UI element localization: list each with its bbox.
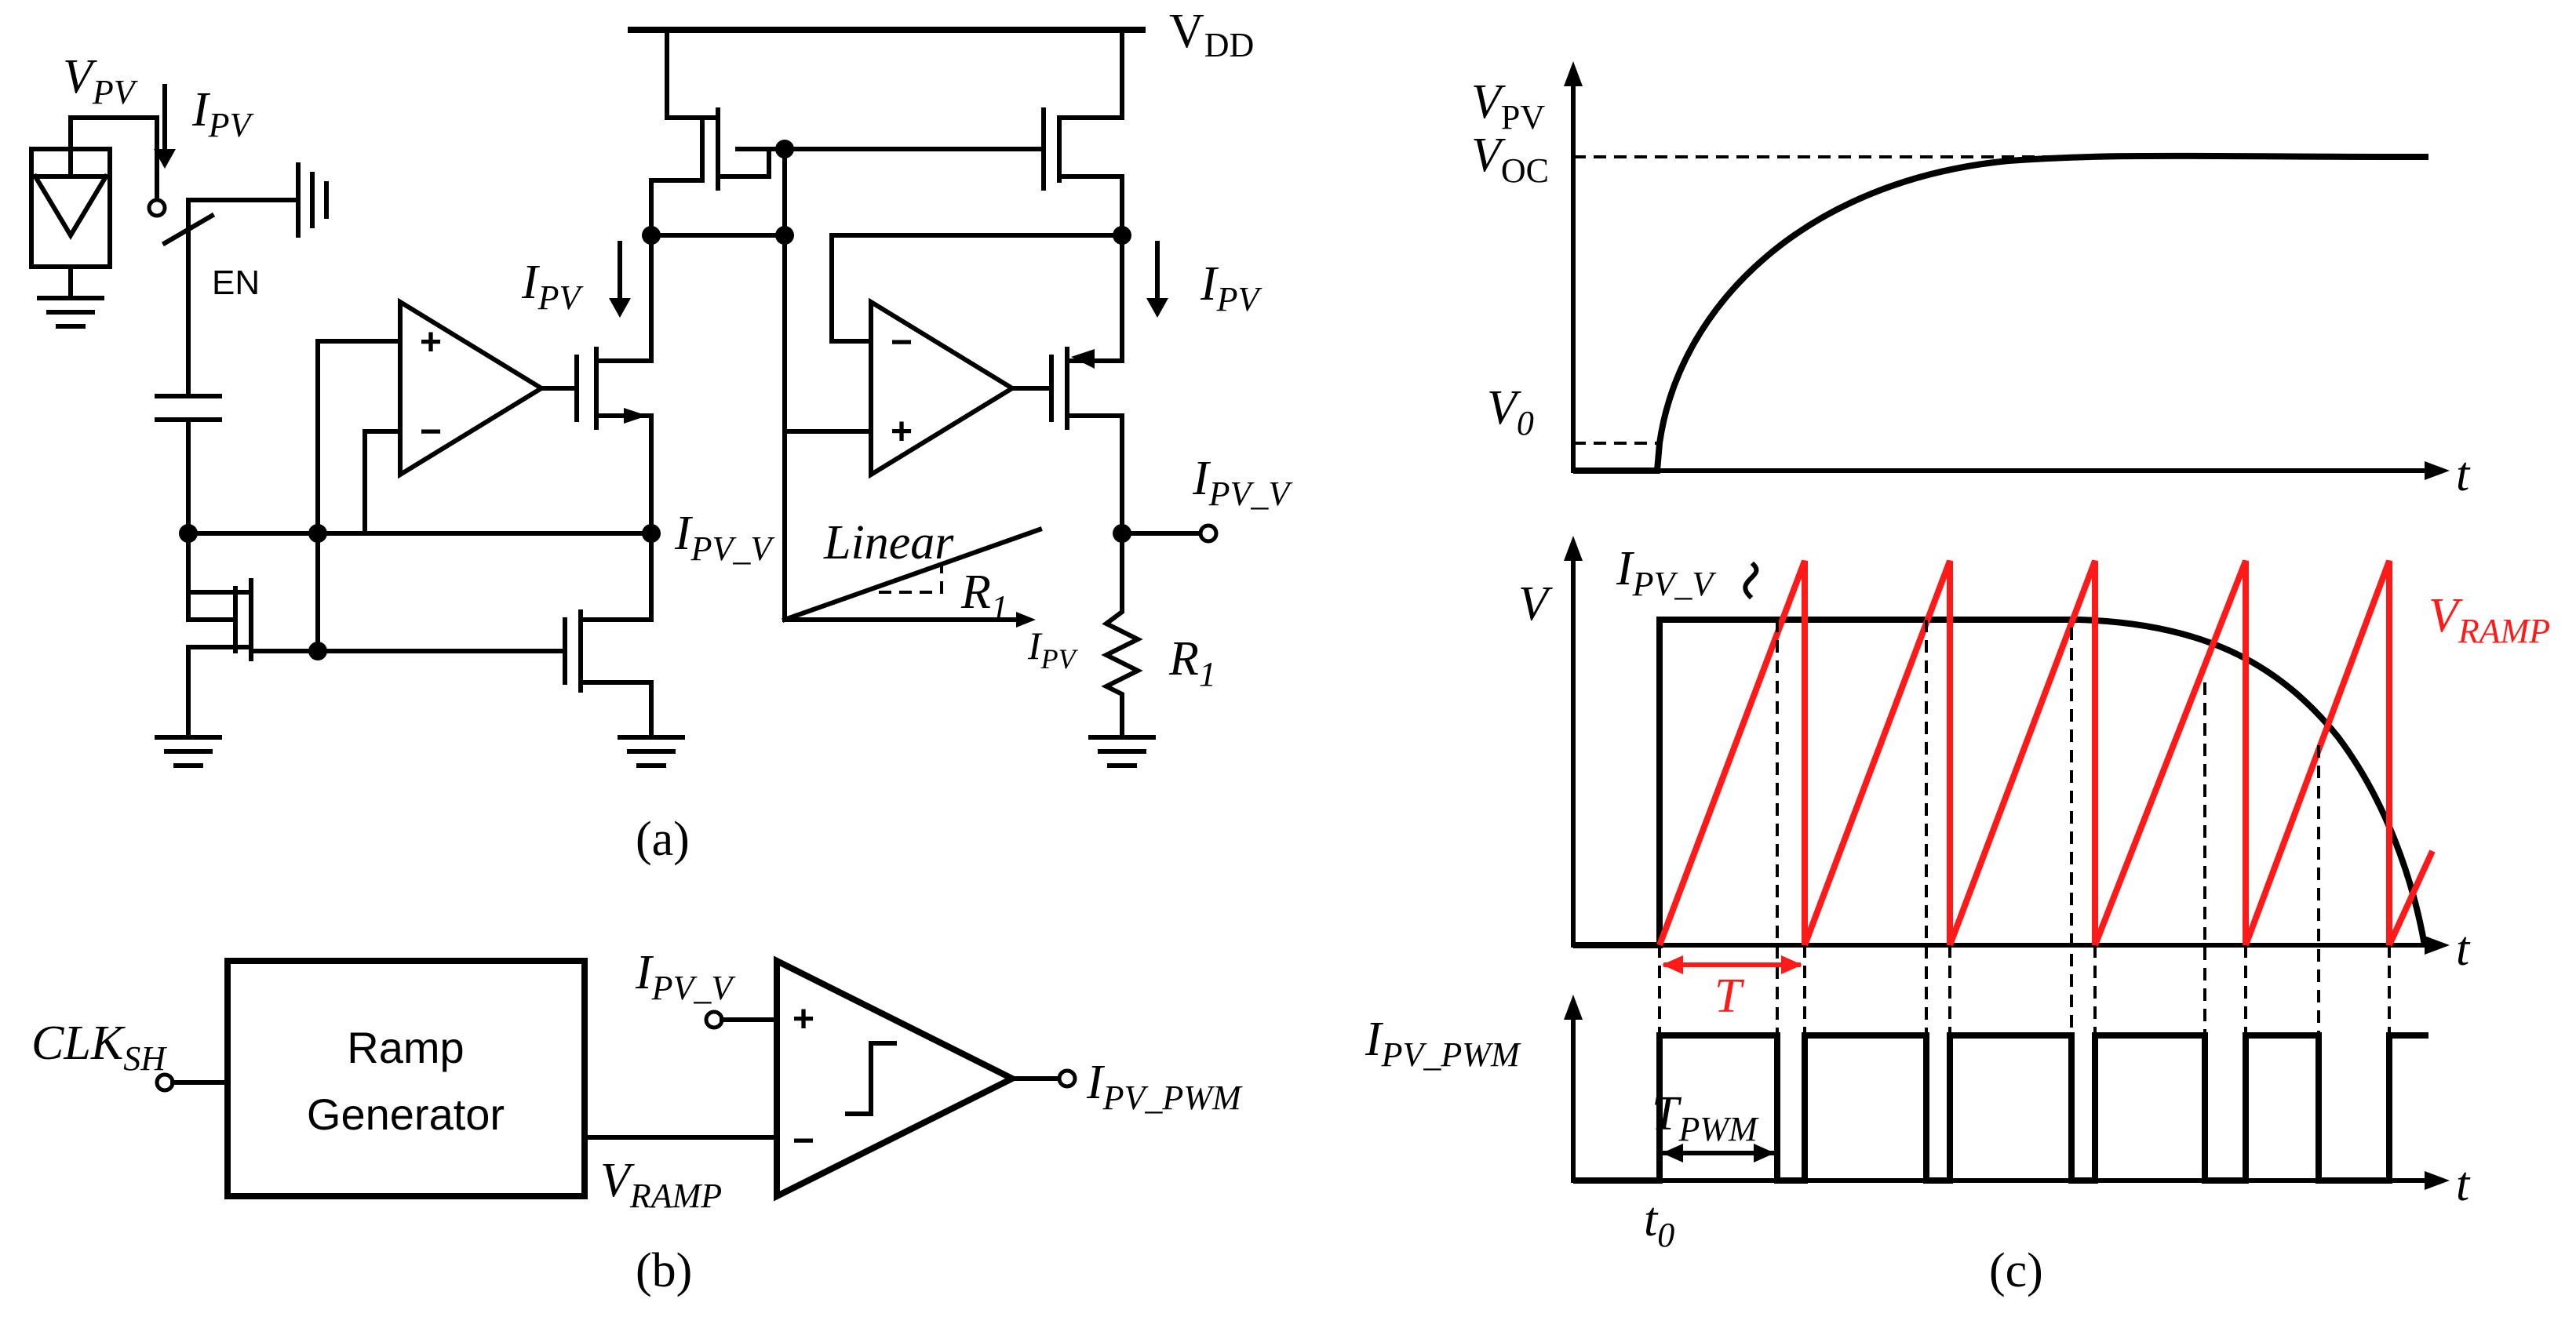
t-axis-label-pwm: t [2456,1158,2471,1211]
pmos-gate-wire [735,147,787,238]
arrowhead-icon [2425,461,2450,480]
ipv-left-label: IPV [521,256,585,317]
hysteresis-icon [845,1041,897,1116]
opamp-right-inputs [782,233,1124,434]
en-label: EN [212,264,260,302]
arrowhead-icon [154,149,176,169]
vpv-axis-label: VPV [1471,75,1545,136]
timing-guides [1658,620,2391,1177]
r1-label: R1 [1168,632,1216,693]
arrowhead-icon [1754,1144,1775,1162]
pmos-right [1041,27,1124,238]
ground-icon-switch [296,162,329,238]
tpwm-label: TPWM [1652,1087,1759,1148]
panel-a-schematic: + − − + [29,5,1293,866]
arrowhead-icon [1781,955,1802,974]
caption-a: (a) [636,813,690,866]
out-label-b: IPV_PWM [1086,1056,1243,1117]
ipvv-label-b: IPV_V [635,946,736,1007]
output-terminal [1198,523,1219,544]
ipvv-curve-label: IPV_V [1616,542,1717,603]
v-axis-label: V [1518,577,1553,631]
opamp-left [398,297,546,479]
voc-label: VOC [1471,129,1549,190]
switch-contact [147,198,167,218]
clk-label: CLKSH [31,1017,167,1078]
ipvv-out-label: IPV_V [1192,452,1293,513]
arrowhead-icon [1662,1144,1683,1162]
ground-icon [618,735,685,768]
arrowhead-icon [1564,536,1583,561]
nmos-bottom-right [563,531,654,740]
caption-c: (c) [1989,1244,2043,1297]
switch-blade [161,212,216,247]
arrowhead-icon [1662,955,1683,974]
v0-label: V0 [1487,381,1534,442]
caption-b: (b) [636,1244,692,1297]
vpv-curve [1573,152,2429,474]
vramp-sawtooth [1656,559,2436,947]
capacitor-symbol [155,394,222,422]
arrowhead-icon [2425,1171,2450,1190]
pv-cell-symbol [29,147,112,240]
ramp-generator-line2: Generator [307,1090,505,1139]
vramp-label-b: VRAMP [600,1154,722,1215]
transistor-right [1010,233,1124,536]
ipv-top-label: IPV [191,83,255,144]
opamp-left-plus: + [420,322,442,363]
vramp-label-c: VRAMP [2428,589,2550,650]
pmos-left [649,27,771,238]
t-axis-label-top: t [2456,448,2471,501]
resistor-r1 [1101,531,1143,740]
wire-mirror [649,233,787,536]
arrowhead-icon [1564,61,1583,86]
period-label: T [1714,970,1745,1023]
comparator-plus: + [792,999,814,1040]
ipvv-node-label: IPV_V [674,507,775,568]
arrowhead-icon [1146,298,1168,318]
opamp-left-minus: − [420,411,442,453]
ipvv-pointer [1743,561,1759,600]
ipvpwm-label: IPV_PWM [1365,1013,1521,1074]
vpv-label: VPV [63,50,139,111]
opamp-right-plus: + [891,411,913,453]
vdd-label: VDD [1169,5,1254,64]
arrowhead-icon [2425,936,2450,955]
t0-label: t0 [1644,1193,1674,1254]
arrowhead-icon [1016,612,1036,628]
ground-icon [1088,735,1156,768]
panel-c-waveforms: VPV VOC V0 t V t IPV_V VRAMP T t IPV_PWM [1365,61,2550,1297]
arrowhead-icon [624,408,647,424]
ground-icon [37,264,104,329]
arrowhead-icon [609,298,631,318]
ramp-generator-block [224,958,588,1199]
opamp-right [869,297,1017,479]
panel-b-block-diagram: Ramp Generator CLKSH + − IPV_V VRAMP IPV… [31,946,1243,1297]
ipv-right-label: IPV [1200,257,1263,318]
inset-linear-label: Linear [823,516,954,569]
transistor-left [539,233,654,536]
opamp-right-minus: − [891,322,913,363]
wire-vpv [68,115,159,202]
pwm-trace [1573,1032,2428,1184]
opamp-left-inputs [315,339,403,653]
arrowhead-icon [1564,995,1583,1020]
inset-line [782,526,1043,623]
inset-ipv-label: IPV [1027,624,1079,675]
nmos-bottom-left [186,531,253,740]
ramp-generator-line1: Ramp [347,1023,464,1072]
junction-dot [308,642,327,660]
comparator-minus: − [792,1120,814,1162]
comparator-symbol [774,955,1019,1202]
arrowhead-icon [1071,349,1095,369]
ipvv-trace [1573,617,2428,948]
inset-slope-marker [879,565,943,594]
output-terminal [1057,1068,1077,1089]
t-axis-label-mid: t [2456,922,2471,976]
ground-icon [155,735,222,768]
inset-r1-label: R1 [960,566,1008,627]
